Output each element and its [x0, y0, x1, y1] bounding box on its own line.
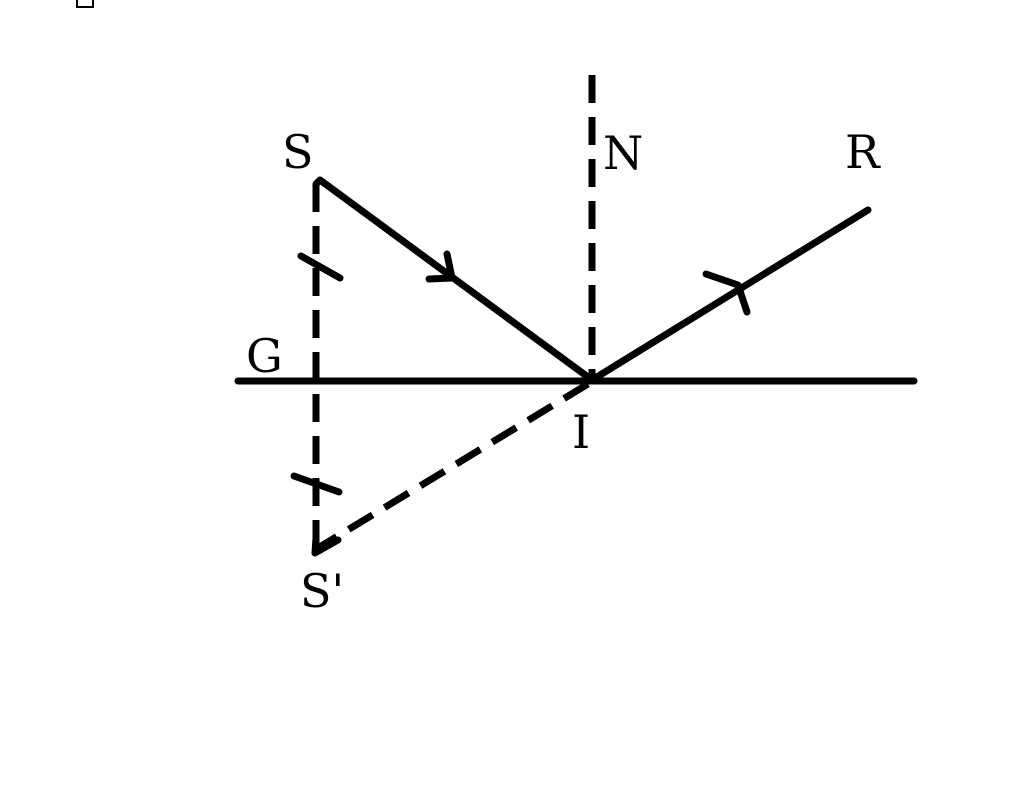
label-mirror: G: [246, 329, 283, 383]
equal-length-tick-upper: [297, 252, 344, 282]
incident-arrow-icon: [425, 250, 456, 283]
incident-ray: [312, 176, 596, 384]
label-normal: N: [603, 126, 643, 180]
equal-length-tick-lower: [290, 472, 343, 496]
reflected-ray: [588, 206, 872, 384]
label-image: S': [300, 564, 344, 618]
reflected-arrow-icon: [702, 270, 751, 316]
corner-glyph: [76, 0, 94, 8]
label-incidence-point: I: [572, 405, 590, 459]
label-source: S: [282, 125, 314, 179]
label-reflected: R: [845, 125, 881, 179]
image-arrow-icon: [311, 534, 342, 557]
virtual-ray: [316, 381, 590, 551]
